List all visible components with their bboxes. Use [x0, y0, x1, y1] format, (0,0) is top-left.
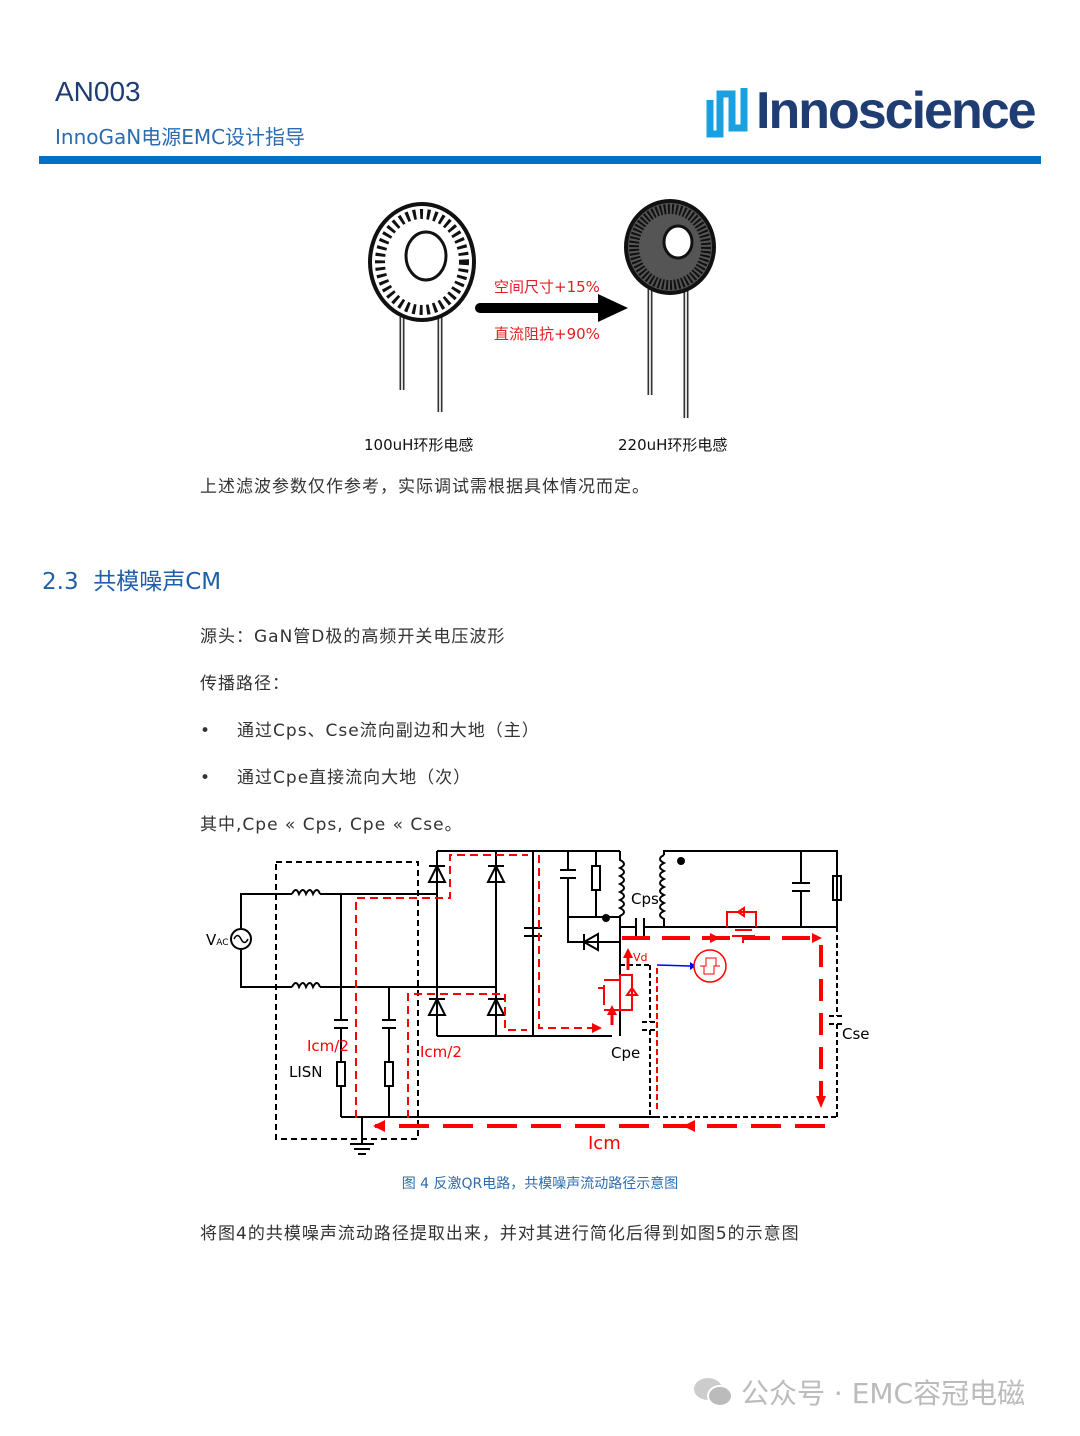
size-change-label: 空间尺寸+15% [494, 278, 600, 296]
bullet-item: • 通过Cpe直接流向大地（次） [200, 763, 471, 788]
bullet-item: • 通过Cps、Cse流向副边和大地（主） [200, 716, 540, 741]
cm-current-path [355, 854, 825, 1128]
watermark-text: 公众号 · EMC容冠电磁 [741, 1377, 1026, 1410]
waveform-probe-icon [656, 949, 727, 983]
cse-label: Cse [842, 1025, 870, 1043]
dcr-change-label: 直流阻抗+90% [494, 325, 600, 343]
closing-paragraph: 将图4的共模噪声流动路径提取出来，并对其进行简化后得到如图5的示意图 [200, 1224, 800, 1244]
filter-note-paragraph: 上述滤波参数仅作参考，实际调试需根据具体情况而定。 [200, 477, 650, 497]
wechat-icon [694, 1378, 733, 1407]
cpe-label: Cpe [611, 1044, 640, 1062]
section-title: 共模噪声CM [93, 569, 222, 595]
header-rule [39, 156, 1041, 164]
icm-half-left-label: Icm/2 [307, 1037, 349, 1055]
inductor-comparison-figure [368, 199, 716, 418]
logo-mark-icon [706, 88, 748, 138]
polarity-dot [602, 914, 610, 922]
vd-label: Vd [633, 951, 648, 964]
relation-line: 其中,Cpe « Cps, Cpe « Cse。 [200, 815, 463, 835]
bullet-text: 通过Cpe直接流向大地（次） [237, 768, 472, 788]
logo-text: Innoscience [756, 82, 1037, 140]
watermark: 公众号 · EMC容冠电磁 [693, 1372, 1025, 1412]
right-inductor-caption: 220uH环形电感 [618, 436, 728, 454]
arrow-right-icon [475, 294, 628, 322]
diode-icon [427, 863, 599, 1016]
icm-half-right-label: Icm/2 [420, 1043, 462, 1061]
figure-caption: 图 4 反激QR电路，共模噪声流动路径示意图 [401, 1176, 679, 1192]
gan-switch-icon [598, 974, 639, 1011]
path-label: 传播路径： [200, 674, 290, 694]
bullet-dot: • [200, 768, 212, 788]
toroid-100uh-image [368, 202, 476, 412]
company-logo: Innoscience [706, 80, 1037, 142]
section-heading: 2.3 共模噪声CM [42, 562, 221, 596]
source-line: 源头：GaN管D极的高频开关电压波形 [200, 627, 506, 647]
document-subtitle: InnoGaN电源EMC设计指导 [55, 125, 306, 149]
section-number: 2.3 [42, 569, 79, 595]
document-id: AN003 [55, 76, 141, 107]
lisn-label: LISN [289, 1063, 323, 1081]
vac-label: VAC [206, 931, 229, 949]
cps-label: Cps [631, 890, 659, 908]
left-inductor-caption: 100uH环形电感 [364, 436, 474, 454]
ac-source-icon [230, 928, 252, 950]
sr-switch-icon [726, 906, 757, 943]
arrowheads [373, 933, 826, 1132]
bullet-text: 通过Cps、Cse流向副边和大地（主） [237, 721, 540, 741]
circuit-wiring [240, 850, 845, 1155]
icm-label: Icm [588, 1133, 621, 1154]
bullet-dot: • [200, 721, 212, 741]
toroid-220uh-image [624, 199, 716, 418]
polarity-dot [677, 857, 685, 865]
